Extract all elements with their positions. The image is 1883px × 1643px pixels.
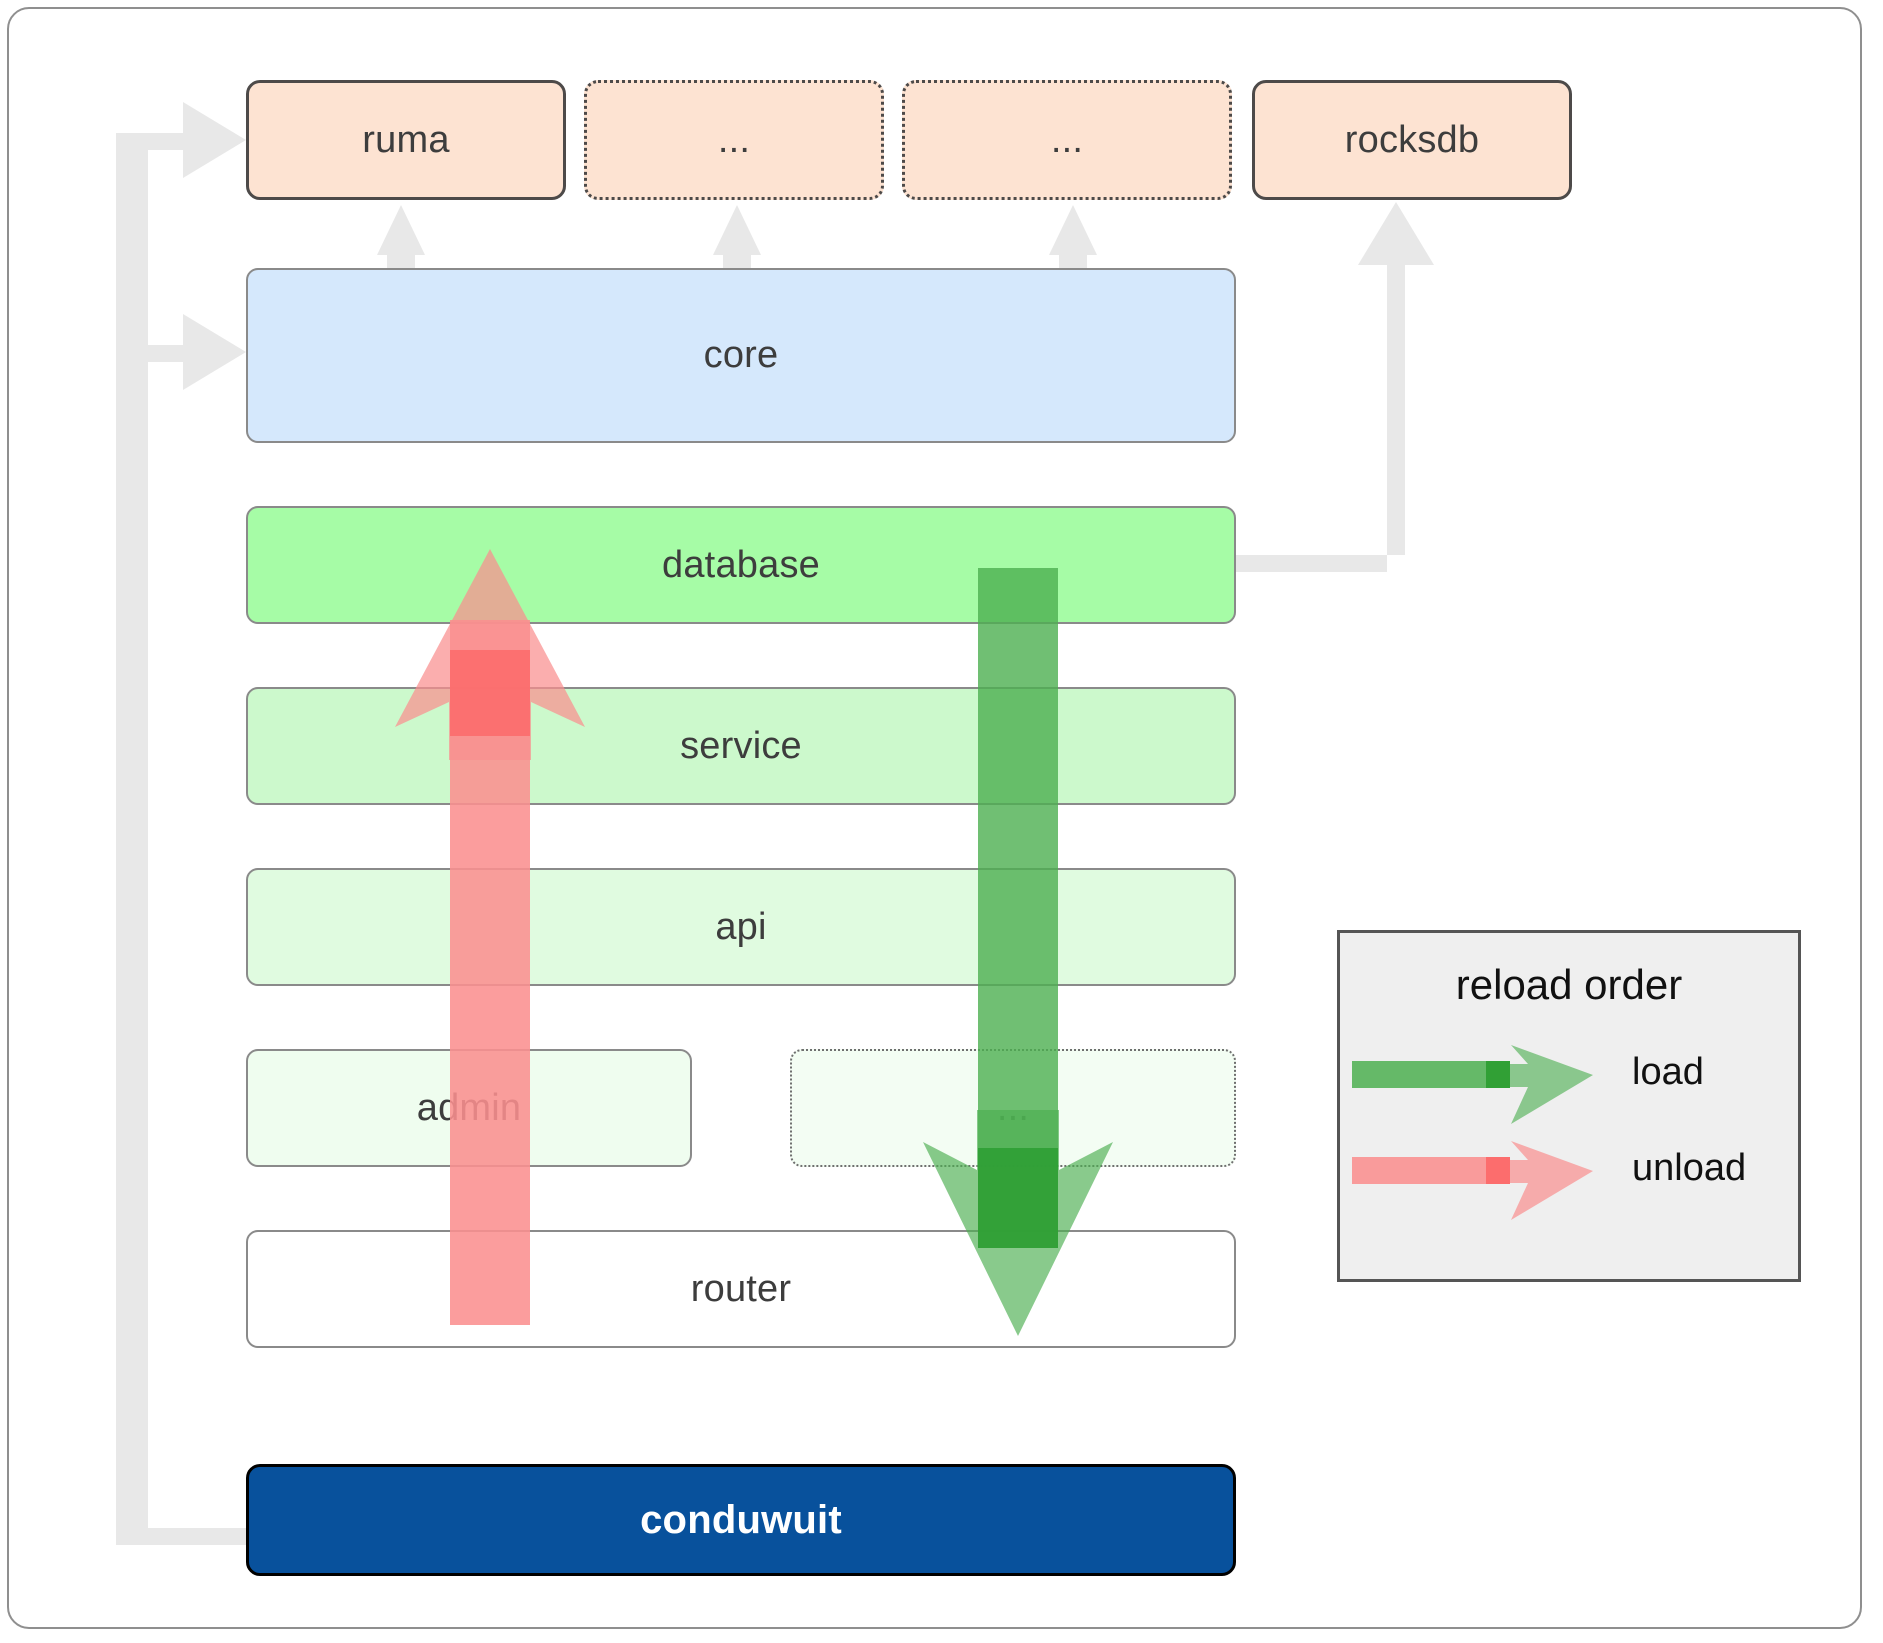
legend-title: reload order bbox=[1455, 961, 1683, 1008]
layer-label: api bbox=[715, 905, 767, 948]
dependency-label: ... bbox=[717, 118, 751, 161]
diagram-frame bbox=[7, 7, 1862, 1629]
layer-box-api[interactable]: api bbox=[246, 868, 1236, 986]
legend-panel: reload order load unload bbox=[1337, 930, 1801, 1282]
dependency-box-placeholder-2[interactable]: ... bbox=[902, 80, 1232, 200]
layer-label: database bbox=[662, 543, 820, 586]
layer-label: service bbox=[680, 724, 802, 767]
layer-box-placeholder[interactable]: ... bbox=[790, 1049, 1236, 1167]
dependency-box-placeholder-1[interactable]: ... bbox=[584, 80, 884, 200]
root-box-conduwuit[interactable]: conduwuit bbox=[246, 1464, 1236, 1576]
legend-arrows bbox=[1352, 1045, 1593, 1220]
dependency-label: ... bbox=[1050, 118, 1084, 161]
dependency-box-rocksdb[interactable]: rocksdb bbox=[1252, 80, 1572, 200]
layer-box-router[interactable]: router bbox=[246, 1230, 1236, 1348]
legend-unload-arrow-icon bbox=[1352, 1141, 1593, 1220]
dependency-label: rocksdb bbox=[1344, 118, 1480, 161]
layer-label: router bbox=[690, 1267, 792, 1310]
layer-label: admin bbox=[416, 1086, 522, 1129]
dependency-box-ruma[interactable]: ruma bbox=[246, 80, 566, 200]
legend-load-arrow-icon bbox=[1352, 1045, 1593, 1124]
core-label: core bbox=[703, 334, 779, 376]
dependency-label: ruma bbox=[362, 118, 450, 161]
core-box[interactable]: core bbox=[246, 268, 1236, 443]
layer-box-database[interactable]: database bbox=[246, 506, 1236, 624]
layer-box-admin[interactable]: admin bbox=[246, 1049, 692, 1167]
layer-box-service[interactable]: service bbox=[246, 687, 1236, 805]
layer-label: ... bbox=[996, 1086, 1030, 1129]
legend-label-load: load bbox=[1632, 1051, 1704, 1093]
root-label: conduwuit bbox=[640, 1497, 842, 1542]
legend-label-unload: unload bbox=[1632, 1147, 1747, 1189]
